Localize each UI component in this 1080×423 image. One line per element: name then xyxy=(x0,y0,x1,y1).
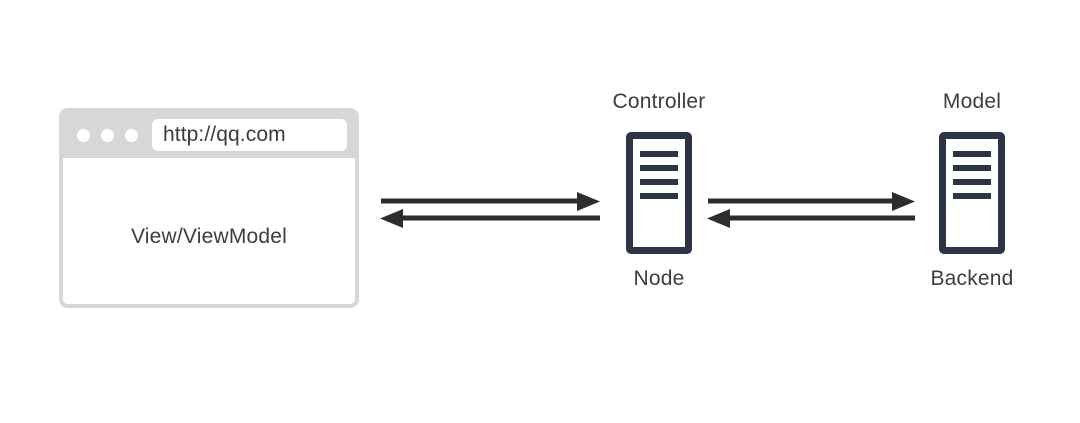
view-viewmodel-label: View/ViewModel xyxy=(130,225,288,248)
controller-label: Controller xyxy=(612,90,706,113)
node-label: Node xyxy=(633,267,685,290)
backend-label: Backend xyxy=(930,267,1014,290)
arrow-left-bottom xyxy=(707,209,915,228)
connector-browser-to-node xyxy=(378,192,602,238)
server-icon[interactable] xyxy=(626,132,692,254)
backend-server-group: Model Backend xyxy=(892,88,1052,293)
url-input[interactable]: http://qq.com xyxy=(152,119,347,151)
browser-viewport: View/ViewModel xyxy=(63,158,355,304)
server-icon[interactable] xyxy=(939,132,1005,254)
connector-node-to-backend xyxy=(705,192,917,238)
minimize-dot-icon[interactable] xyxy=(101,128,114,142)
browser-titlebar: http://qq.com xyxy=(63,112,355,158)
traffic-light-dots xyxy=(77,128,138,142)
model-label: Model xyxy=(942,90,1002,113)
arrow-right-top xyxy=(708,192,915,211)
node-server-group: Controller Node xyxy=(579,88,739,293)
arrow-right-top xyxy=(381,192,600,211)
close-dot-icon[interactable] xyxy=(77,128,90,142)
arrow-left-bottom xyxy=(380,209,600,228)
browser-window[interactable]: http://qq.com View/ViewModel xyxy=(59,108,359,308)
maximize-dot-icon[interactable] xyxy=(125,128,138,142)
